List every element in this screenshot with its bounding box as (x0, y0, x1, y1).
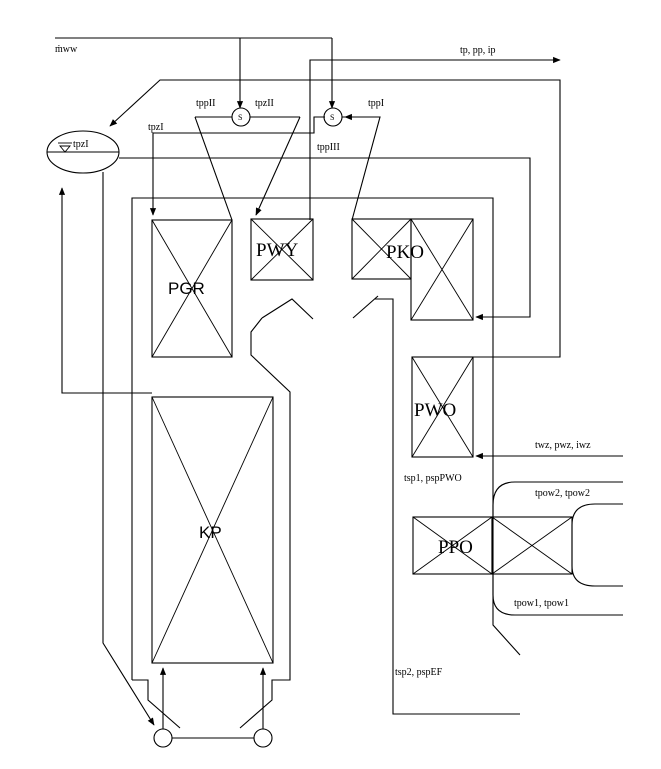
tpow1-label: tpow1, tpow1 (514, 598, 569, 609)
tppIII-label: tppIII (317, 142, 340, 153)
pgr-block (151, 219, 233, 358)
main-steam-label: tp, pp, ip (460, 45, 496, 56)
attemperator-2-label: S (330, 113, 334, 122)
pko-label: PKO (386, 242, 424, 263)
pwo-block (411, 356, 474, 458)
mww-label: ṁww (55, 44, 78, 55)
attemperator-1-label: S (238, 113, 242, 122)
pgr-inlet-line (149, 116, 325, 216)
feed-line-mww (55, 37, 336, 109)
ppo-block (412, 516, 573, 575)
pwo-label: PWO (414, 400, 456, 421)
downcomer-line (102, 172, 155, 726)
tpow2-label: tpow2, tpow2 (535, 488, 590, 499)
return-line-top (109, 79, 561, 345)
pgr-label: PGR (168, 279, 205, 298)
bottom-headers (153, 667, 273, 748)
drum (46, 130, 120, 174)
feedwater-label: twz, pwz, iwz (535, 440, 591, 451)
kp-label: KP (199, 523, 222, 542)
main-steam-line (309, 56, 561, 220)
air-upper-line (492, 481, 623, 517)
tppII-label: tppII (196, 98, 215, 109)
pwo-top-line (473, 345, 561, 358)
kp-block (151, 396, 274, 664)
pko-outlet-line (342, 116, 381, 221)
pgr-feed (194, 116, 233, 221)
pwy-block (250, 218, 314, 281)
tsp1-label: tsp1, pspPWO (404, 473, 462, 484)
air-lower-line (492, 574, 623, 616)
pwy-label: PWY (256, 240, 299, 261)
ppo-label: PPO (438, 537, 473, 558)
drum-label: tpzI (73, 139, 89, 150)
furnace-walls (131, 197, 521, 729)
pko-block (351, 218, 474, 321)
tsp2-label: tsp2, pspEF (395, 667, 443, 678)
tppI-label: tppI (368, 98, 384, 109)
air-loop (571, 503, 623, 587)
pwy-feed (255, 116, 301, 216)
tpzI-label: tpzI (148, 122, 164, 133)
tpzII-label: tpzII (255, 98, 274, 109)
riser-line (58, 187, 152, 394)
pko-feed-line (119, 157, 531, 321)
